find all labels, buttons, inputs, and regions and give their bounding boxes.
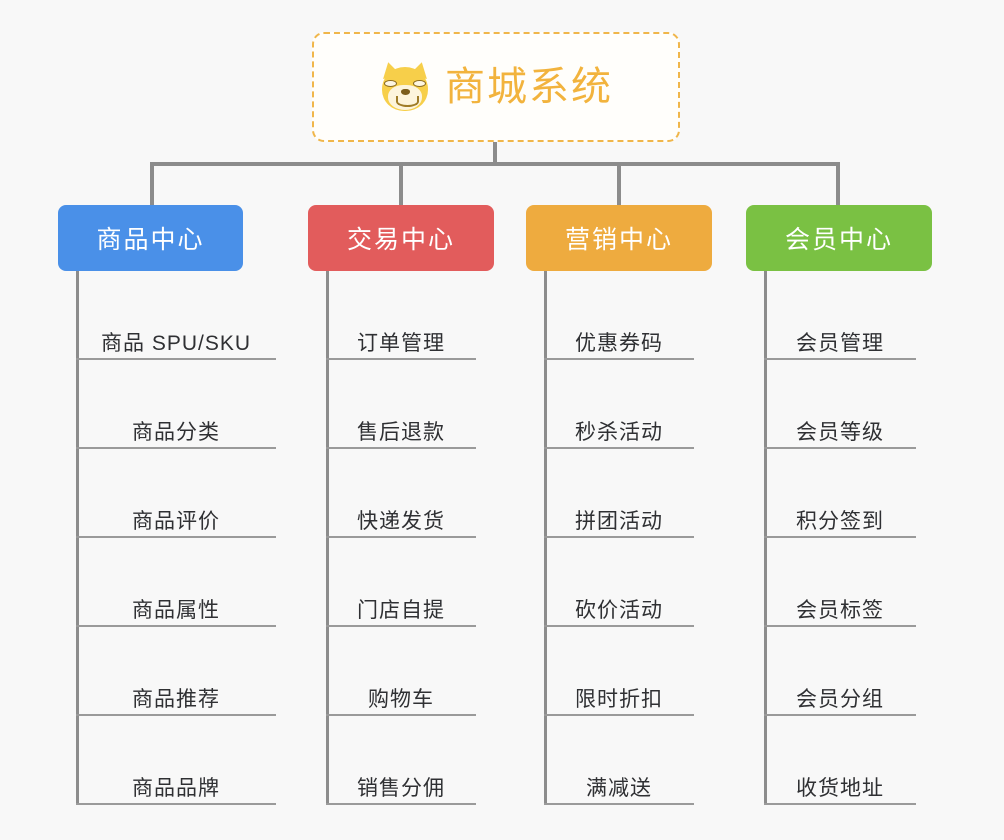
category-node[interactable]: 交易中心 xyxy=(308,205,494,271)
leaf-node-label: 订单管理 xyxy=(357,331,445,355)
category-node[interactable]: 会员中心 xyxy=(746,205,932,271)
leaf-node-label: 快递发货 xyxy=(357,509,445,533)
category-node-label: 营销中心 xyxy=(564,226,673,254)
leaf-node-label: 积分签到 xyxy=(796,509,884,533)
leaf-node[interactable]: 快递发货 xyxy=(326,487,476,538)
root-stem-connector xyxy=(493,142,497,164)
leaf-node-label: 秒杀活动 xyxy=(575,420,663,444)
leaf-node[interactable]: 商品品牌 xyxy=(76,754,276,805)
leaf-node[interactable]: 售后退款 xyxy=(326,398,476,449)
branch-bus-connector xyxy=(150,162,840,166)
leaf-node[interactable]: 积分签到 xyxy=(764,487,916,538)
leaf-node[interactable]: 满减送 xyxy=(544,754,694,805)
leaf-node-label: 收货地址 xyxy=(796,776,884,800)
leaf-node[interactable]: 商品评价 xyxy=(76,487,276,538)
leaf-node[interactable]: 砍价活动 xyxy=(544,576,694,627)
leaf-node-label: 会员管理 xyxy=(796,331,884,355)
leaf-node[interactable]: 商品分类 xyxy=(76,398,276,449)
leaf-node[interactable]: 限时折扣 xyxy=(544,665,694,716)
branch-trunk-connector xyxy=(326,271,329,805)
leaf-node-label: 商品分类 xyxy=(132,420,220,444)
leaf-node-label: 门店自提 xyxy=(357,598,445,622)
leaf-node-label: 商品评价 xyxy=(132,509,220,533)
root-title: 商城系统 xyxy=(445,65,613,109)
category-node[interactable]: 商品中心 xyxy=(58,205,243,271)
leaf-node-label: 商品品牌 xyxy=(132,776,220,800)
leaf-node[interactable]: 商品 SPU/SKU xyxy=(76,309,276,360)
leaf-node-label: 拼团活动 xyxy=(575,509,663,533)
leaf-node[interactable]: 拼团活动 xyxy=(544,487,694,538)
leaf-node-label: 商品属性 xyxy=(132,598,220,622)
branch-trunk-connector xyxy=(76,271,79,805)
leaf-node[interactable]: 购物车 xyxy=(326,665,476,716)
branch-drop-connector xyxy=(150,162,154,206)
leaf-node[interactable]: 会员管理 xyxy=(764,309,916,360)
leaf-node[interactable]: 商品属性 xyxy=(76,576,276,627)
leaf-node-label: 满减送 xyxy=(586,776,652,800)
leaf-node[interactable]: 订单管理 xyxy=(326,309,476,360)
shiba-eye-left-icon xyxy=(384,80,397,87)
shiba-mouth-icon xyxy=(396,96,419,107)
root-node[interactable]: 商城系统 xyxy=(312,32,680,142)
leaf-node[interactable]: 优惠券码 xyxy=(544,309,694,360)
shiba-eye-right-icon xyxy=(413,80,426,87)
leaf-node[interactable]: 会员标签 xyxy=(764,576,916,627)
leaf-node-label: 购物车 xyxy=(368,687,434,711)
branch-drop-connector xyxy=(617,162,621,206)
leaf-node-label: 会员等级 xyxy=(796,420,884,444)
leaf-node[interactable]: 商品推荐 xyxy=(76,665,276,716)
leaf-node-label: 售后退款 xyxy=(357,420,445,444)
leaf-node-label: 会员标签 xyxy=(796,598,884,622)
leaf-node-label: 销售分佣 xyxy=(357,776,445,800)
leaf-node[interactable]: 门店自提 xyxy=(326,576,476,627)
leaf-node[interactable]: 销售分佣 xyxy=(326,754,476,805)
branch-drop-connector xyxy=(399,162,403,206)
leaf-node-label: 会员分组 xyxy=(796,687,884,711)
leaf-node[interactable]: 秒杀活动 xyxy=(544,398,694,449)
leaf-node[interactable]: 会员等级 xyxy=(764,398,916,449)
leaf-node[interactable]: 会员分组 xyxy=(764,665,916,716)
leaf-node-label: 商品 SPU/SKU xyxy=(100,331,252,355)
shiba-inu-face-icon xyxy=(379,60,431,113)
branch-trunk-connector xyxy=(764,271,767,805)
branch-trunk-connector xyxy=(544,271,547,805)
category-node-label: 会员中心 xyxy=(784,226,893,254)
leaf-node-label: 限时折扣 xyxy=(575,687,663,711)
leaf-node-label: 优惠券码 xyxy=(575,331,663,355)
leaf-node[interactable]: 收货地址 xyxy=(764,754,916,805)
category-node[interactable]: 营销中心 xyxy=(526,205,712,271)
shiba-nose-icon xyxy=(401,89,410,95)
leaf-node-label: 砍价活动 xyxy=(575,598,663,622)
category-node-label: 商品中心 xyxy=(96,226,205,254)
branch-drop-connector xyxy=(836,162,840,206)
category-node-label: 交易中心 xyxy=(346,226,455,254)
leaf-node-label: 商品推荐 xyxy=(132,687,220,711)
